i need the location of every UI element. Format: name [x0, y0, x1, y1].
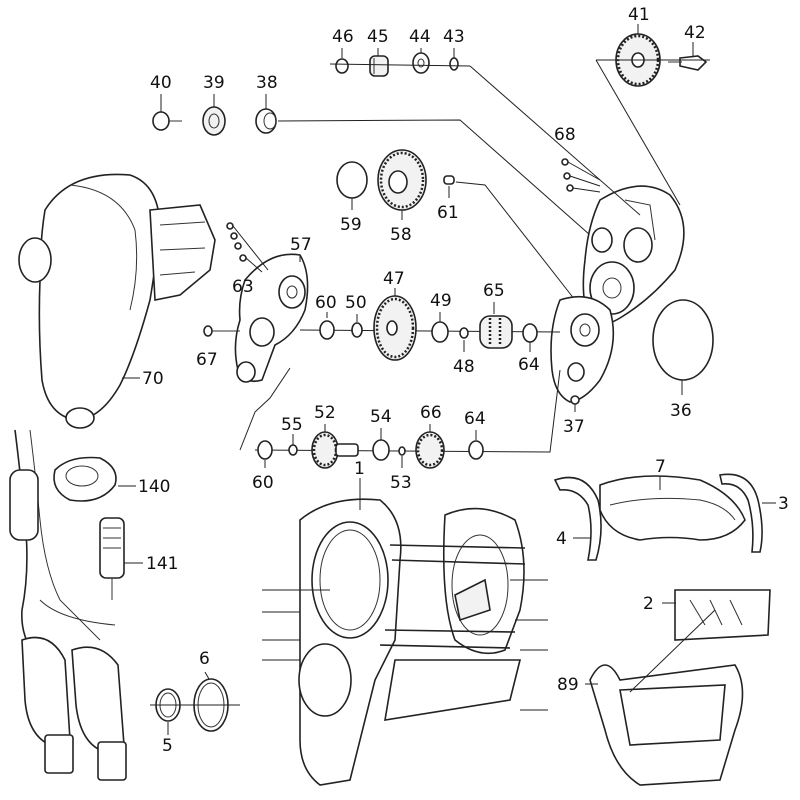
label-7: 7	[655, 457, 666, 477]
part-47-gear	[373, 295, 417, 361]
label-41: 41	[628, 5, 650, 25]
part-44-bearing	[412, 52, 430, 74]
label-60-lower: 60	[252, 473, 274, 493]
label-45: 45	[367, 27, 389, 47]
axis-line-38	[277, 119, 591, 236]
leader-lines	[118, 24, 776, 735]
part-49-bearing	[431, 321, 449, 343]
axis-line-middle	[299, 329, 561, 333]
part-60-bushing-lower	[257, 440, 273, 460]
axis-line-61	[455, 181, 576, 301]
label-64-upper: 64	[518, 355, 540, 375]
part-63-screws	[226, 222, 269, 273]
label-5: 5	[162, 736, 173, 756]
part-64-bearing-lower	[468, 440, 484, 460]
label-58: 58	[390, 225, 412, 245]
label-44: 44	[409, 27, 431, 47]
label-141: 141	[146, 554, 178, 574]
part-39-bearing	[202, 106, 226, 136]
part-1-frame	[298, 498, 526, 786]
part-42-screw	[668, 55, 708, 71]
part-40-screw	[152, 111, 182, 131]
label-6: 6	[199, 649, 210, 669]
label-70: 70	[142, 369, 164, 389]
label-1: 1	[354, 459, 365, 479]
label-66: 66	[420, 403, 442, 423]
part-3-clip	[719, 473, 763, 553]
label-59: 59	[340, 215, 362, 235]
label-50: 50	[345, 293, 367, 313]
part-38-collar	[255, 108, 277, 134]
part-37-housing	[550, 295, 615, 405]
part-48-washer	[459, 327, 469, 339]
label-55: 55	[281, 415, 303, 435]
part-65-pinion	[479, 315, 513, 349]
label-54: 54	[370, 407, 392, 427]
label-3: 3	[778, 494, 789, 514]
label-40: 40	[150, 73, 172, 93]
part-70-cover	[18, 173, 216, 429]
label-65: 65	[483, 281, 505, 301]
label-53: 53	[390, 473, 412, 493]
label-4: 4	[556, 529, 567, 549]
part-57-plate	[234, 253, 309, 383]
part-2-bracket	[674, 589, 771, 641]
label-67: 67	[196, 350, 218, 370]
part-61-pin	[443, 175, 455, 185]
part-53-clip	[398, 446, 406, 456]
part-labels: 46 45 44 43 41 42 40 39 38 68 59 58 61 5…	[138, 5, 789, 756]
axis-line-lower	[239, 367, 561, 453]
label-57: 57	[290, 235, 312, 255]
axis-line-top	[329, 63, 471, 67]
label-43: 43	[443, 27, 465, 47]
part-54-bearing	[372, 439, 390, 461]
part-50-washer	[351, 322, 363, 338]
part-46-washer	[335, 58, 349, 74]
label-46: 46	[332, 27, 354, 47]
part-59-o-ring	[336, 161, 368, 199]
part-4-clip	[553, 476, 602, 561]
label-89: 89	[557, 675, 579, 695]
part-43-washer	[449, 57, 459, 71]
label-64-lower: 64	[464, 409, 486, 429]
part-67-screw	[203, 325, 240, 337]
part-68-screws	[561, 158, 601, 193]
battery-clips	[21, 636, 127, 781]
label-37: 37	[563, 417, 585, 437]
part-52-gear-shaft	[311, 431, 359, 469]
part-140-grommet	[53, 456, 117, 502]
label-38: 38	[256, 73, 278, 93]
part-45-bushing	[369, 55, 389, 77]
part-55-washer	[288, 444, 298, 456]
side-plate-assembly	[582, 185, 685, 326]
part-141-plug	[99, 517, 125, 600]
part-64-bearing-upper	[522, 323, 538, 343]
label-2: 2	[643, 594, 654, 614]
label-42: 42	[684, 23, 706, 43]
label-48: 48	[453, 357, 475, 377]
label-47: 47	[383, 269, 405, 289]
label-68: 68	[554, 125, 576, 145]
part-89-guard	[589, 664, 744, 786]
frame-leader-lines	[262, 579, 548, 711]
power-cord	[9, 429, 116, 661]
label-52: 52	[314, 403, 336, 423]
part-36-o-ring	[652, 299, 714, 381]
part-7-clamp	[599, 475, 746, 541]
part-58-gear	[377, 149, 427, 211]
label-61: 61	[437, 203, 459, 223]
label-140: 140	[138, 477, 170, 497]
part-60-bushing-upper	[319, 320, 335, 340]
label-60-upper: 60	[315, 293, 337, 313]
label-36: 36	[670, 401, 692, 421]
label-63: 63	[232, 277, 254, 297]
label-39: 39	[203, 73, 225, 93]
label-49: 49	[430, 291, 452, 311]
part-66-gear	[415, 431, 445, 469]
